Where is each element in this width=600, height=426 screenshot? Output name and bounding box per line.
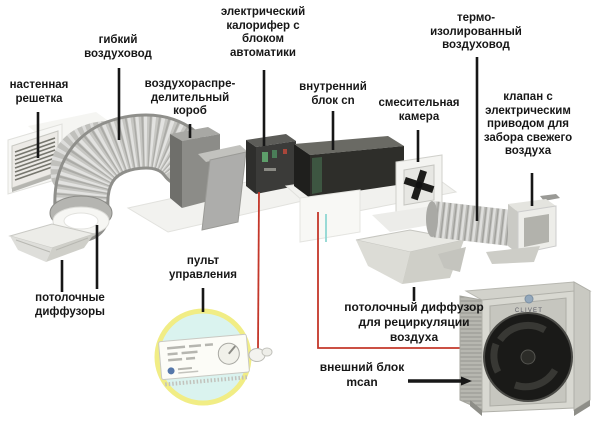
label-line: настенная <box>9 79 69 91</box>
label-line: внешний блок <box>319 360 405 374</box>
label-control-panel: пульт управления <box>158 255 248 282</box>
label-indoor-unit: внутренний блок cn <box>290 81 376 108</box>
outdoor-unit-brand: CLIVET <box>515 308 543 314</box>
ceiling-diffuser-left <box>8 223 96 262</box>
label-line: воздухораспре- <box>144 78 236 90</box>
pointer-lines <box>36 57 534 386</box>
label-line: воздуха <box>504 145 552 157</box>
control-panel <box>154 308 273 406</box>
label-line: mcan <box>346 375 378 389</box>
brand-logo-icon <box>524 294 534 304</box>
label-line: гибкий <box>98 34 138 46</box>
label-line: воздуховод <box>84 47 152 60</box>
label-recirculation-diffuser: потолочный диффузор для рециркуляции воз… <box>316 300 512 345</box>
label-line: потолочный диффузор <box>344 300 484 314</box>
label-line: калорифер с <box>226 19 300 32</box>
label-line: изолированный <box>430 25 522 38</box>
label-line: короб <box>173 105 207 117</box>
label-line: воздуха <box>389 330 439 344</box>
label-line: электрическим <box>485 104 571 117</box>
label-mixing-chamber: смесительная камера <box>372 97 466 124</box>
label-flexible-duct: гибкий воздуховод <box>72 34 164 61</box>
label-line: электрический <box>220 6 306 18</box>
label-line: блоком <box>242 33 284 45</box>
label-fresh-air-valve: клапан с электрическим приводом для забо… <box>476 91 580 159</box>
label-line: для рециркуляции <box>358 315 470 329</box>
fan-icon <box>403 169 435 201</box>
label-line: управления <box>169 268 237 281</box>
label-insulated-duct: термо- изолированный воздуховод <box>420 12 532 53</box>
wall-grille <box>7 123 63 195</box>
control-wires <box>257 191 460 350</box>
label-line: решетка <box>15 92 63 105</box>
label-line: забора свежего <box>483 131 573 144</box>
label-line: камера <box>398 110 440 123</box>
panel-logo-icon <box>167 367 175 375</box>
label-line: потолочные <box>35 292 105 304</box>
label-ceiling-diffusers: потолочные диффузоры <box>12 292 128 319</box>
label-line: делительный <box>150 91 230 104</box>
label-electric-heater: электрический калорифер с блоком автомат… <box>216 6 310 60</box>
mixing-chamber <box>395 154 443 216</box>
label-line: смесительная <box>378 97 460 109</box>
label-line: блок cn <box>311 94 355 107</box>
label-wall-grille: настенная решетка <box>4 79 74 106</box>
label-line: автоматики <box>230 46 296 59</box>
label-outdoor-unit: внешний блок mcan <box>312 360 412 390</box>
label-line: воздуховод <box>442 39 510 51</box>
label-line: клапан с <box>503 91 553 103</box>
label-line: диффузоры <box>35 305 105 318</box>
insulated-duct <box>426 201 523 247</box>
label-line: внутренний <box>299 81 367 93</box>
indoor-unit <box>284 136 458 243</box>
label-line: приводом для <box>486 118 570 130</box>
electric-heater <box>246 134 296 194</box>
fresh-air-valve <box>438 194 560 272</box>
label-line: термо- <box>456 12 496 24</box>
connecting-channel <box>198 145 248 231</box>
label-line: пульт <box>186 255 220 267</box>
label-distribution-box: воздухораспре- делительный короб <box>136 78 244 119</box>
